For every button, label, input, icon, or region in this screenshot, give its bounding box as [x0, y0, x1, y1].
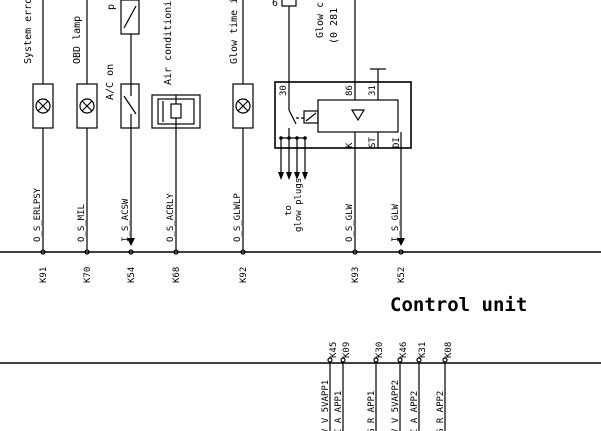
ac-on-switch [120, 0, 140, 255]
pin-label: K93 [351, 267, 361, 283]
glow-relay-label-1: Glow c [315, 2, 326, 38]
signal-label: O_S_GLWLP [233, 193, 243, 242]
signal-label: G_R_APP1 [367, 391, 377, 431]
pin-di: DI [392, 137, 402, 148]
glow-plugs-note-2: glow plugs [294, 178, 304, 232]
signal-label: V_V_5VAPP1 [321, 380, 331, 431]
system-error-lamp [32, 0, 54, 255]
label-glow-time: Glow time in [229, 0, 240, 64]
pin-label: K30 [375, 342, 385, 358]
glow-relay-label-2: (0 281 [329, 8, 340, 44]
glow-relay-top-partial: 6 [272, 0, 278, 9]
pin-label: K46 [399, 342, 409, 358]
obd-lamp [76, 0, 98, 255]
pin-label: K54 [127, 267, 137, 283]
signal-label: O_S_ACRLY [166, 193, 176, 242]
control-unit-title: Control unit [390, 294, 527, 316]
signal-label: I_S_GLW [391, 203, 401, 242]
signal-label: O_S_MIL [77, 204, 87, 242]
ac-switch-input-arrow [127, 238, 135, 246]
pin-st: ST [368, 137, 378, 148]
glow-plug-arrows [278, 138, 308, 180]
pin-label: K31 [418, 342, 428, 358]
pin-30: 30 [279, 85, 289, 96]
pin-label: K09 [342, 342, 352, 358]
glow-time-lamp [232, 0, 254, 255]
label-partial-p: p [106, 4, 117, 10]
ac-relay [151, 94, 201, 255]
pin-k: K [345, 142, 355, 148]
label-obd-lamp: OBD lamp [72, 16, 83, 64]
signal-label: I_S_ACSW [121, 198, 131, 242]
signal-label: I_A_APP1 [334, 391, 344, 431]
label-ac-on: A/C on [105, 64, 116, 100]
signal-label: O_S_GLW [345, 203, 355, 242]
top-signal-labels: O_S_ERLPSY K91 O_S_MIL K70 I_S_ACSW K54 O_S_AC… [33, 187, 407, 283]
pin-label: K92 [239, 267, 249, 283]
signal-label: I_A_APP2 [410, 391, 420, 431]
pin-86: 86 [345, 85, 355, 96]
signal-label: V_V_5VAPP2 [391, 380, 401, 431]
pin-label: K70 [83, 267, 93, 283]
pin-31: 31 [368, 85, 378, 96]
glow-relay-box [274, 81, 412, 149]
glow-status-input-arrow [397, 238, 405, 246]
signal-label: O_S_ERLPSY [33, 187, 43, 242]
label-air-conditioning: Air conditioning [163, 0, 174, 85]
glow-plugs-note-1: to [284, 205, 294, 216]
glow-control-relay: 6 Glow c (0 281 30 86 31 K ST DI [272, 0, 412, 255]
pin-label: K45 [329, 342, 339, 358]
pin-label: K91 [39, 267, 49, 283]
pin-label: K68 [172, 267, 182, 283]
signal-label: G_R_APP2 [436, 391, 446, 431]
label-system-error: System error [23, 0, 34, 64]
pin-label: K08 [444, 342, 454, 358]
pin-label: K52 [397, 267, 407, 283]
